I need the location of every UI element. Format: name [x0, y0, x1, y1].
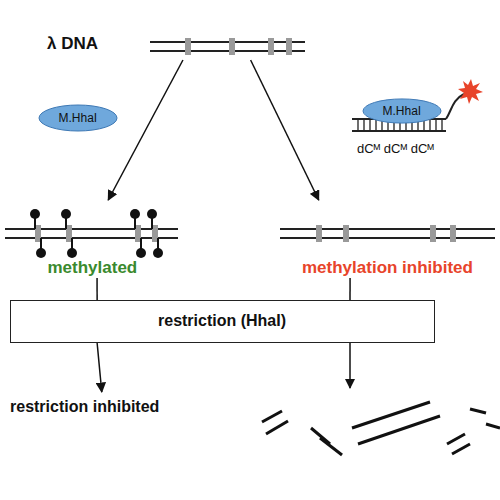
fragment: [470, 409, 486, 413]
flow-arrow: [108, 60, 183, 200]
lambda-dna-strands: [150, 38, 305, 55]
fragment: [486, 424, 500, 428]
oligo-strand: [352, 130, 446, 132]
recognition-site: [185, 38, 191, 55]
dna-molecule: λ DNA: [145, 32, 310, 60]
fragment: [311, 428, 330, 444]
recognition-site: [450, 225, 456, 242]
digest-arrow: [349, 343, 351, 388]
flow-arrow: [96, 278, 98, 300]
methyl-group: [30, 209, 40, 219]
methyl-group: [136, 248, 146, 258]
recognition-site: [316, 225, 322, 242]
unmethylated-dna: [280, 225, 495, 242]
recognition-site: [343, 225, 349, 242]
enzyme-body: [363, 99, 441, 123]
dna-fragments: [262, 402, 500, 455]
node-text: λ DNA: [47, 34, 98, 54]
methyl-group: [147, 209, 157, 219]
flow-arrow: [349, 278, 351, 300]
modification-label: dCᴹ dCᴹ dCᴹ: [357, 141, 434, 156]
fragment: [452, 444, 470, 454]
flow-arrow: [251, 60, 319, 200]
fragment: [447, 434, 465, 444]
result-text: restriction inhibited: [10, 392, 200, 422]
methyl-group: [36, 248, 46, 258]
flow-arrow: [97, 343, 102, 392]
dna-strand: [280, 228, 495, 230]
fluorophore-star: [458, 79, 483, 104]
recognition-site: [430, 225, 436, 242]
methyl-group: [61, 209, 71, 219]
methyl-group: [130, 209, 140, 219]
node-text: restriction inhibited: [10, 398, 159, 416]
dna-strand: [150, 41, 305, 43]
node-text: M.HhaI: [383, 104, 422, 118]
fragment: [320, 438, 342, 455]
dna-strand: [150, 50, 305, 52]
node-text: restriction (HhaI): [158, 312, 286, 330]
enzyme-ellipse: M.HhaI: [38, 104, 118, 132]
enzyme-body: [39, 105, 117, 131]
node-text: methylation inhibited: [302, 258, 473, 278]
methylated-dna: [5, 209, 178, 258]
dna-strand: [280, 237, 495, 239]
fragment: [262, 411, 282, 422]
recognition-site: [229, 38, 235, 55]
enzyme-ellipse: M.HhaI: [362, 98, 442, 124]
methyl-group: [153, 248, 163, 258]
process-box: restriction (HhaI): [10, 300, 435, 343]
node-text: methylated: [48, 258, 138, 278]
unmethylated-dna: methylation inhibited: [280, 200, 495, 278]
node-text: M.HhaI: [59, 111, 98, 125]
methyl-group: [67, 248, 77, 258]
recognition-site: [286, 38, 292, 55]
fragment: [266, 421, 288, 434]
recognition-site: [268, 38, 274, 55]
fragment: [358, 416, 440, 444]
inhibitor-oligo: [352, 79, 483, 131]
methylated-dna: methylated: [5, 200, 180, 278]
methyl-stems: [35, 217, 158, 250]
